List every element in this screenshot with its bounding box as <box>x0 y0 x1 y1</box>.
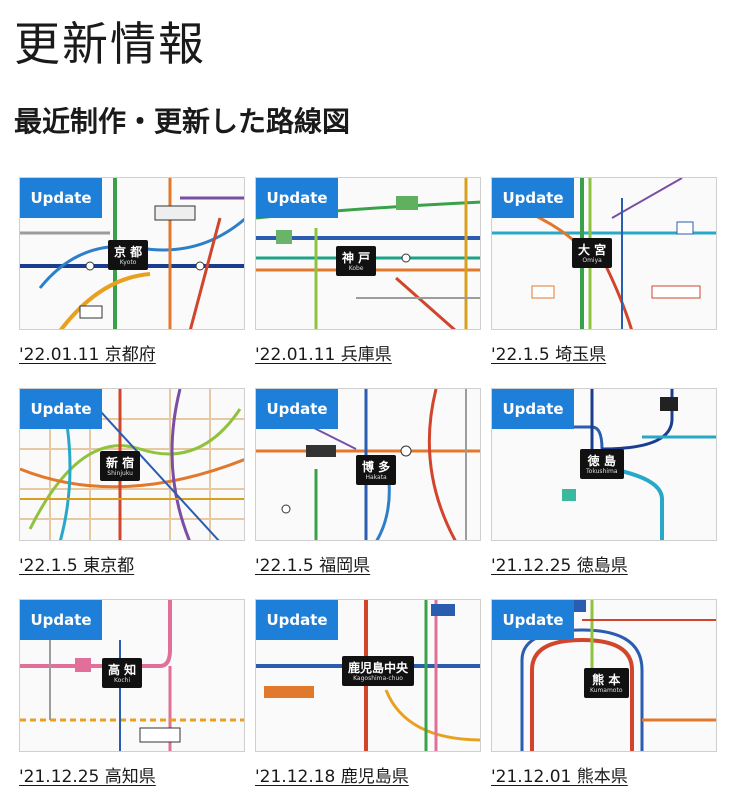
route-map-kochi <box>20 600 244 751</box>
caption-link-tokyo[interactable]: '22.1.5 東京都 <box>19 556 135 576</box>
update-badge: Update <box>20 389 102 429</box>
section-title: 最近制作・更新した路線図 <box>14 105 351 138</box>
update-badge: Update <box>256 600 338 640</box>
update-badge: Update <box>492 600 574 640</box>
caption-link-kochi[interactable]: '21.12.25 高知県 <box>19 767 156 787</box>
caption-link-kyoto[interactable]: '22.01.11 京都府 <box>19 345 156 365</box>
update-badge: Update <box>20 178 102 218</box>
caption-link-tokushima[interactable]: '21.12.25 徳島県 <box>491 556 628 576</box>
page-title: 更新情報 <box>14 17 206 71</box>
route-map-tokushima <box>492 389 716 540</box>
caption-link-kagoshima[interactable]: '21.12.18 鹿児島県 <box>255 767 409 787</box>
caption-link-saitama[interactable]: '22.1.5 埼玉県 <box>491 345 607 365</box>
update-badge: Update <box>256 389 338 429</box>
update-badge: Update <box>20 600 102 640</box>
route-map-hyogo <box>256 178 480 329</box>
route-map-kyoto <box>20 178 244 329</box>
caption-link-fukuoka[interactable]: '22.1.5 福岡県 <box>255 556 371 576</box>
route-map-kumamoto <box>520 600 716 751</box>
update-badge: Update <box>256 178 338 218</box>
route-map-tokyo <box>20 389 244 540</box>
update-badge: Update <box>492 178 574 218</box>
update-badge: Update <box>492 389 574 429</box>
caption-link-hyogo[interactable]: '22.01.11 兵庫県 <box>255 345 392 365</box>
caption-link-kumamoto[interactable]: '21.12.01 熊本県 <box>491 767 628 787</box>
